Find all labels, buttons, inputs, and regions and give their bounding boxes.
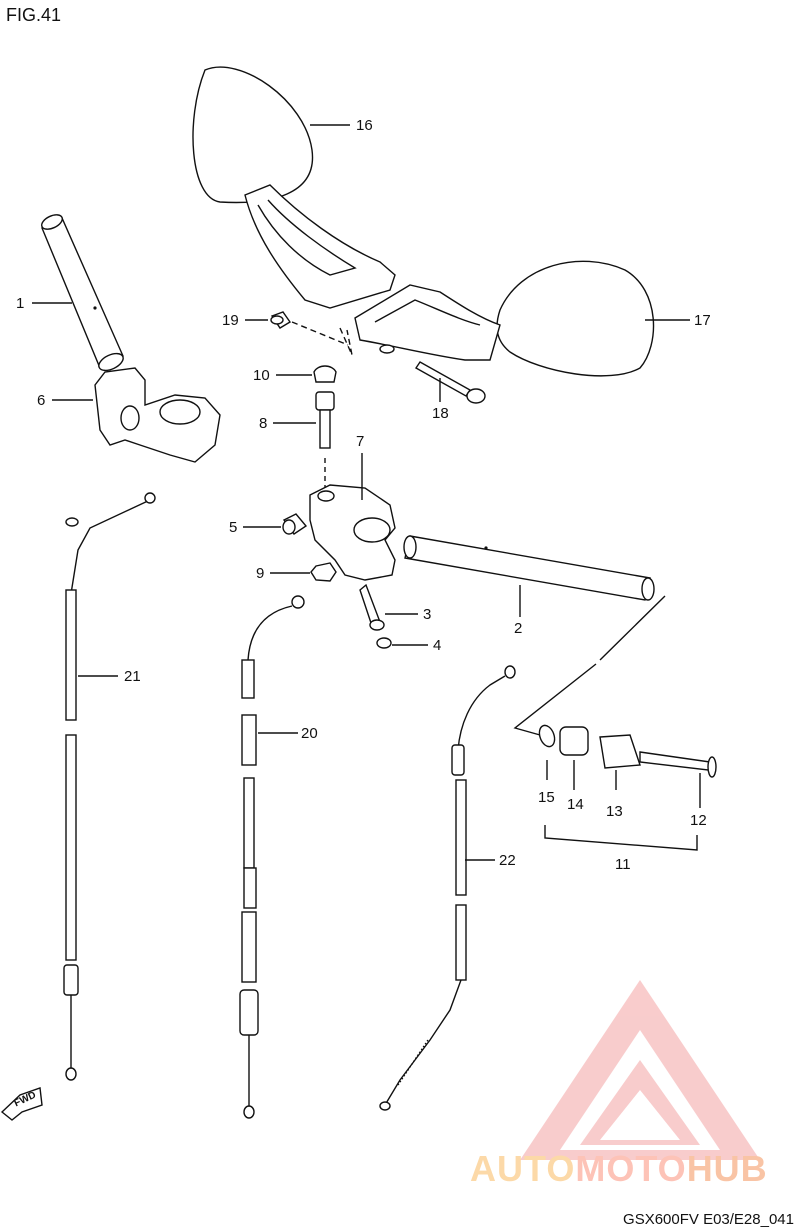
- handlebar-left-part-1: [41, 214, 124, 372]
- callout-13: 13: [606, 803, 623, 820]
- callout-9: 9: [256, 565, 265, 582]
- left-mirror-part: [192, 66, 396, 309]
- callout-22: 22: [499, 852, 516, 869]
- callout-1: 1: [16, 295, 25, 312]
- cable-part-22: [379, 665, 516, 1111]
- cap-part-4: [376, 637, 392, 649]
- bolt-part-18: [414, 361, 486, 404]
- holder-part-7: [309, 484, 396, 581]
- callout-16: 16: [356, 117, 373, 134]
- right-mirror-part: [354, 260, 655, 377]
- callout-11: 11: [615, 856, 631, 873]
- callout-4: 4: [433, 637, 442, 654]
- callout-14: 14: [567, 796, 584, 813]
- callout-15: 15: [538, 789, 555, 806]
- callout-5: 5: [229, 519, 238, 536]
- watermark-logo: [520, 980, 760, 1160]
- diagram-code: GSX600FV E03/E28_041: [623, 1211, 794, 1228]
- cable-part-20: [239, 595, 305, 1119]
- callout-8: 8: [259, 415, 268, 432]
- cable-part-21: [63, 492, 156, 1081]
- callout-7: 7: [356, 433, 365, 450]
- figure-label: FIG.41: [6, 5, 62, 25]
- callout-18: 18: [432, 405, 449, 422]
- callout-12: 12: [690, 812, 707, 829]
- nut-part-9: [310, 562, 337, 582]
- collar-part-19: [270, 311, 292, 329]
- callout-10: 10: [253, 367, 270, 384]
- cap-part-5: [282, 513, 308, 535]
- fwd-arrow-icon: [0, 1087, 43, 1121]
- end-weight-assembly-11: [538, 724, 717, 778]
- callout-17: 17: [694, 312, 711, 329]
- cap-part-10: [313, 365, 337, 383]
- callout-3: 3: [423, 606, 432, 623]
- callout-2: 2: [514, 620, 523, 637]
- clamp-left-part-6: [94, 367, 221, 463]
- callout-21: 21: [124, 668, 141, 685]
- callout-19: 19: [222, 312, 239, 329]
- watermark-text: AUTOMOTOHUB: [470, 1148, 768, 1189]
- bolt-part-3: [359, 583, 385, 631]
- callout-20: 20: [301, 725, 318, 742]
- callout-6: 6: [37, 392, 46, 409]
- handlebar-right-part-2: [403, 535, 655, 601]
- bolt-part-8: [315, 391, 335, 488]
